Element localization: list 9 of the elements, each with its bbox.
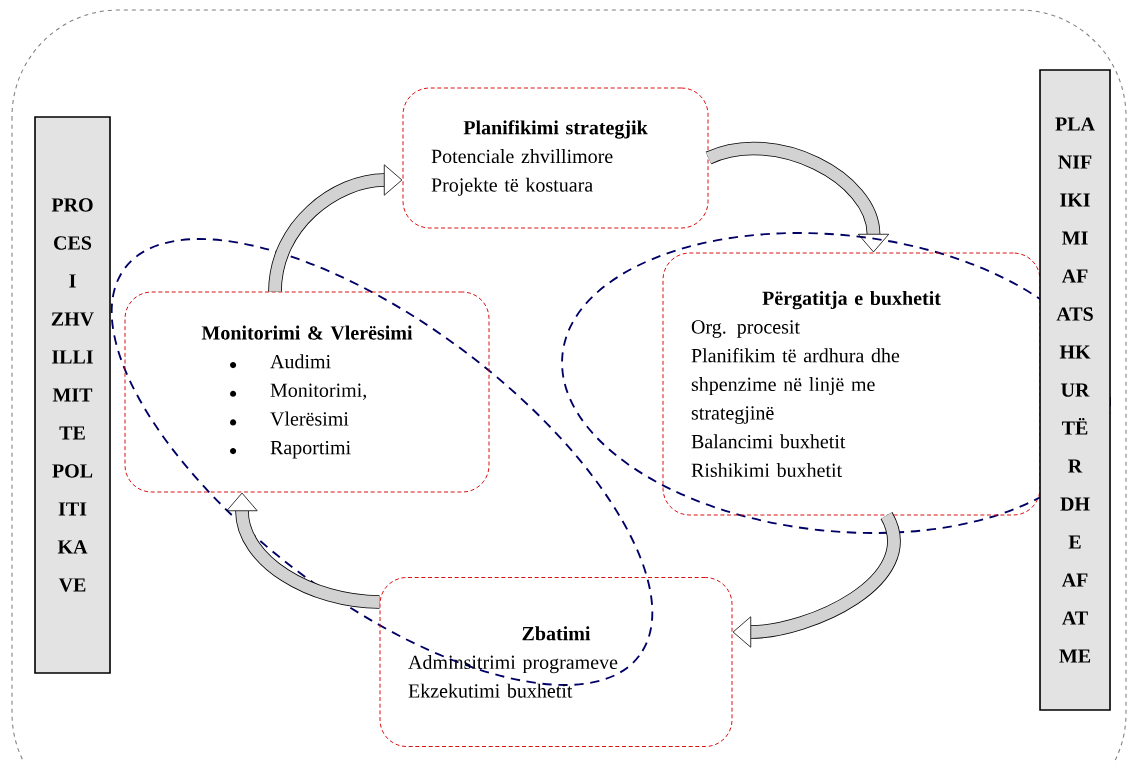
curved-arrow: [226, 492, 380, 609]
process-box: Monitorimi & Vlerësimi Audimi Monitorimi, Vlerësimi Raportimi: [124, 291, 490, 493]
curved-arrow: [268, 164, 403, 293]
vertical-banner: PRO CES I ZHV ILLI MIT TE POL ITI KA VE: [34, 116, 111, 674]
vertical-banner: PLA NIF IKI MI AF ATS HK UR TË R DH E AF AT ME: [1039, 69, 1111, 711]
process-box: Planifikimi strategjik Potenciale zhvillimore Projekte të kostuara: [402, 87, 709, 229]
curved-arrow: [706, 142, 890, 253]
curved-arrow: [732, 512, 901, 648]
process-box: Zbatimi Adminsitrimi programeve Ekzekutimi buxhetit: [379, 577, 733, 747]
